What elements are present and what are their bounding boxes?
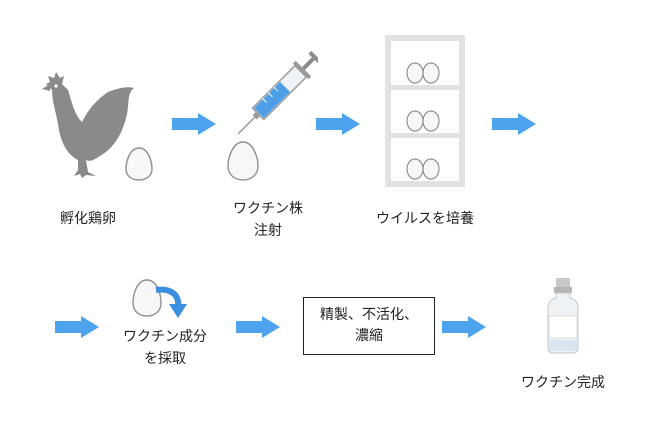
arrow-right-icon bbox=[172, 113, 216, 135]
step-line: 精製、不活化、 bbox=[320, 307, 418, 323]
step-line: ワクチン成分 bbox=[123, 329, 207, 345]
step-line: 孵化鶏卵 bbox=[60, 211, 116, 227]
shelf-icon bbox=[385, 35, 465, 187]
egg-icon bbox=[125, 147, 153, 181]
arrow-right-icon bbox=[236, 316, 280, 338]
arrow-right-icon bbox=[55, 316, 99, 338]
step-line: ワクチン株 bbox=[233, 201, 303, 217]
process-box: 精製、不活化、 濃縮 bbox=[303, 297, 435, 355]
step-label-culture: ウイルスを培養 bbox=[358, 208, 492, 230]
egg-icon bbox=[227, 141, 259, 181]
step-line: を採取 bbox=[144, 351, 186, 367]
vial-icon bbox=[547, 278, 579, 354]
arrow-right-icon bbox=[442, 316, 486, 338]
step-line: 濃縮 bbox=[355, 328, 383, 344]
step-line: ワクチン完成 bbox=[521, 375, 605, 391]
step-line: 注射 bbox=[254, 223, 282, 239]
egg-icon bbox=[132, 279, 162, 317]
step-label-egg: 孵化鶏卵 bbox=[38, 208, 138, 230]
arrow-right-icon bbox=[316, 113, 360, 135]
step-label-harvest: ワクチン成分 を採取 bbox=[105, 326, 225, 370]
arrow-right-icon bbox=[492, 113, 536, 135]
step-label-complete: ワクチン完成 bbox=[505, 372, 621, 394]
chicken-icon bbox=[42, 72, 134, 178]
syringe-icon bbox=[238, 50, 318, 136]
step-label-inject: ワクチン株 注射 bbox=[218, 198, 318, 242]
step-line: ウイルスを培養 bbox=[376, 211, 474, 227]
curved-arrow-icon bbox=[155, 286, 187, 318]
